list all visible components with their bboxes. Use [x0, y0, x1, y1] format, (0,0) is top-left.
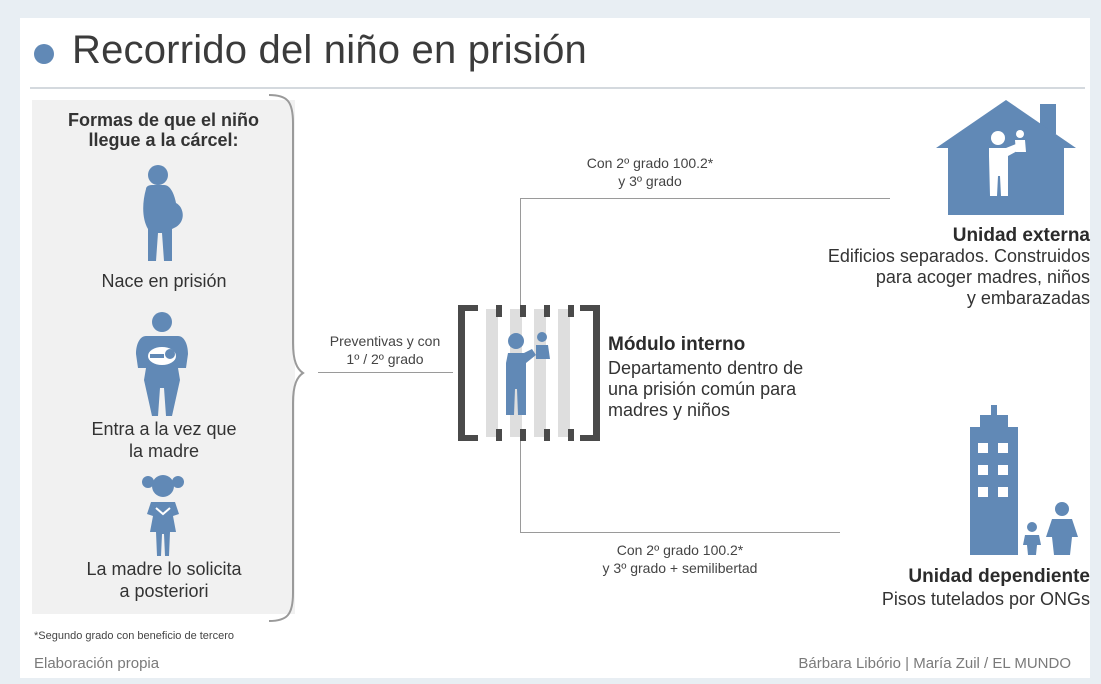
bottom-connector-line1: Con 2º grado 100.2*: [616, 542, 744, 558]
left-connector-line1: Preventivas y con: [329, 333, 441, 349]
ways-heading-line1: Formas de que el niño: [67, 110, 260, 130]
curly-brace-icon: [268, 94, 305, 622]
title-divider: [30, 87, 1085, 89]
modulo-desc-line: madres y niños: [608, 400, 731, 420]
way-caption-line: la madre: [128, 441, 200, 461]
externa-desc-line: para acoger madres, niños: [875, 267, 1090, 287]
way-caption-later: La madre lo solicita a posteriori: [44, 558, 284, 602]
way-caption-line: Nace en prisión: [101, 271, 227, 291]
pregnant-woman-icon: [143, 165, 183, 261]
bottom-connector-line2: y 3º grado + semilibertad: [602, 560, 758, 576]
way-caption-born: Nace en prisión: [44, 270, 284, 292]
bottom-connector-label: Con 2º grado 100.2* y 3º grado + semilib…: [580, 541, 780, 577]
left-connector-label: Preventivas y con 1º / 2º grado: [310, 332, 460, 368]
branch-line-down: [520, 441, 521, 533]
modulo-title: Módulo interno: [608, 334, 746, 355]
left-connector-line: [318, 372, 453, 373]
modulo-description: Departamento dentro de una prisión común…: [608, 358, 803, 421]
left-connector-line2: 1º / 2º grado: [346, 351, 424, 367]
branch-line-up: [520, 198, 521, 305]
dependiente-title: Unidad dependiente: [908, 566, 1090, 587]
externa-title: Unidad externa: [952, 225, 1090, 246]
ways-heading: Formas de que el niño llegue a la cárcel…: [32, 110, 295, 150]
branch-line-top: [520, 198, 890, 199]
top-connector-line2: y 3º grado: [618, 173, 682, 189]
way-caption-with-mother: Entra a la vez que la madre: [44, 418, 284, 462]
footnote: *Segundo grado con beneficio de tercero: [34, 630, 234, 642]
top-connector-line1: Con 2º grado 100.2*: [586, 155, 714, 171]
credit-left: Elaboración propia: [34, 655, 160, 672]
modulo-desc-line: una prisión común para: [608, 379, 797, 399]
building-family-icon: [970, 405, 1078, 555]
modulo-desc-line: Departamento dentro de: [608, 358, 804, 378]
dependiente-description: Pisos tutelados por ONGs: [881, 589, 1090, 609]
ways-heading-line2: llegue a la cárcel:: [88, 130, 239, 150]
way-caption-line: La madre lo solicita: [86, 559, 242, 579]
way-caption-line: Entra a la vez que: [91, 419, 237, 439]
title-bullet-icon: [34, 44, 54, 64]
page-title: Recorrido del niño en prisión: [72, 28, 587, 72]
externa-desc-line: Edificios separados. Construidos: [827, 246, 1090, 266]
girl-child-icon: [142, 475, 184, 556]
mother-with-baby-icon: [136, 312, 188, 416]
house-mother-child-icon: [936, 100, 1076, 215]
way-caption-line: a posteriori: [119, 581, 209, 601]
externa-description: Edificios separados. Construidos para ac…: [700, 246, 1090, 309]
credit-right: Bárbara Libório | María Zuil / EL MUNDO: [798, 655, 1071, 672]
prison-bars-mother-child-icon: [458, 305, 600, 441]
externa-desc-line: y embarazadas: [966, 288, 1090, 308]
branch-line-bottom: [520, 532, 840, 533]
top-connector-label: Con 2º grado 100.2* y 3º grado: [575, 154, 725, 190]
